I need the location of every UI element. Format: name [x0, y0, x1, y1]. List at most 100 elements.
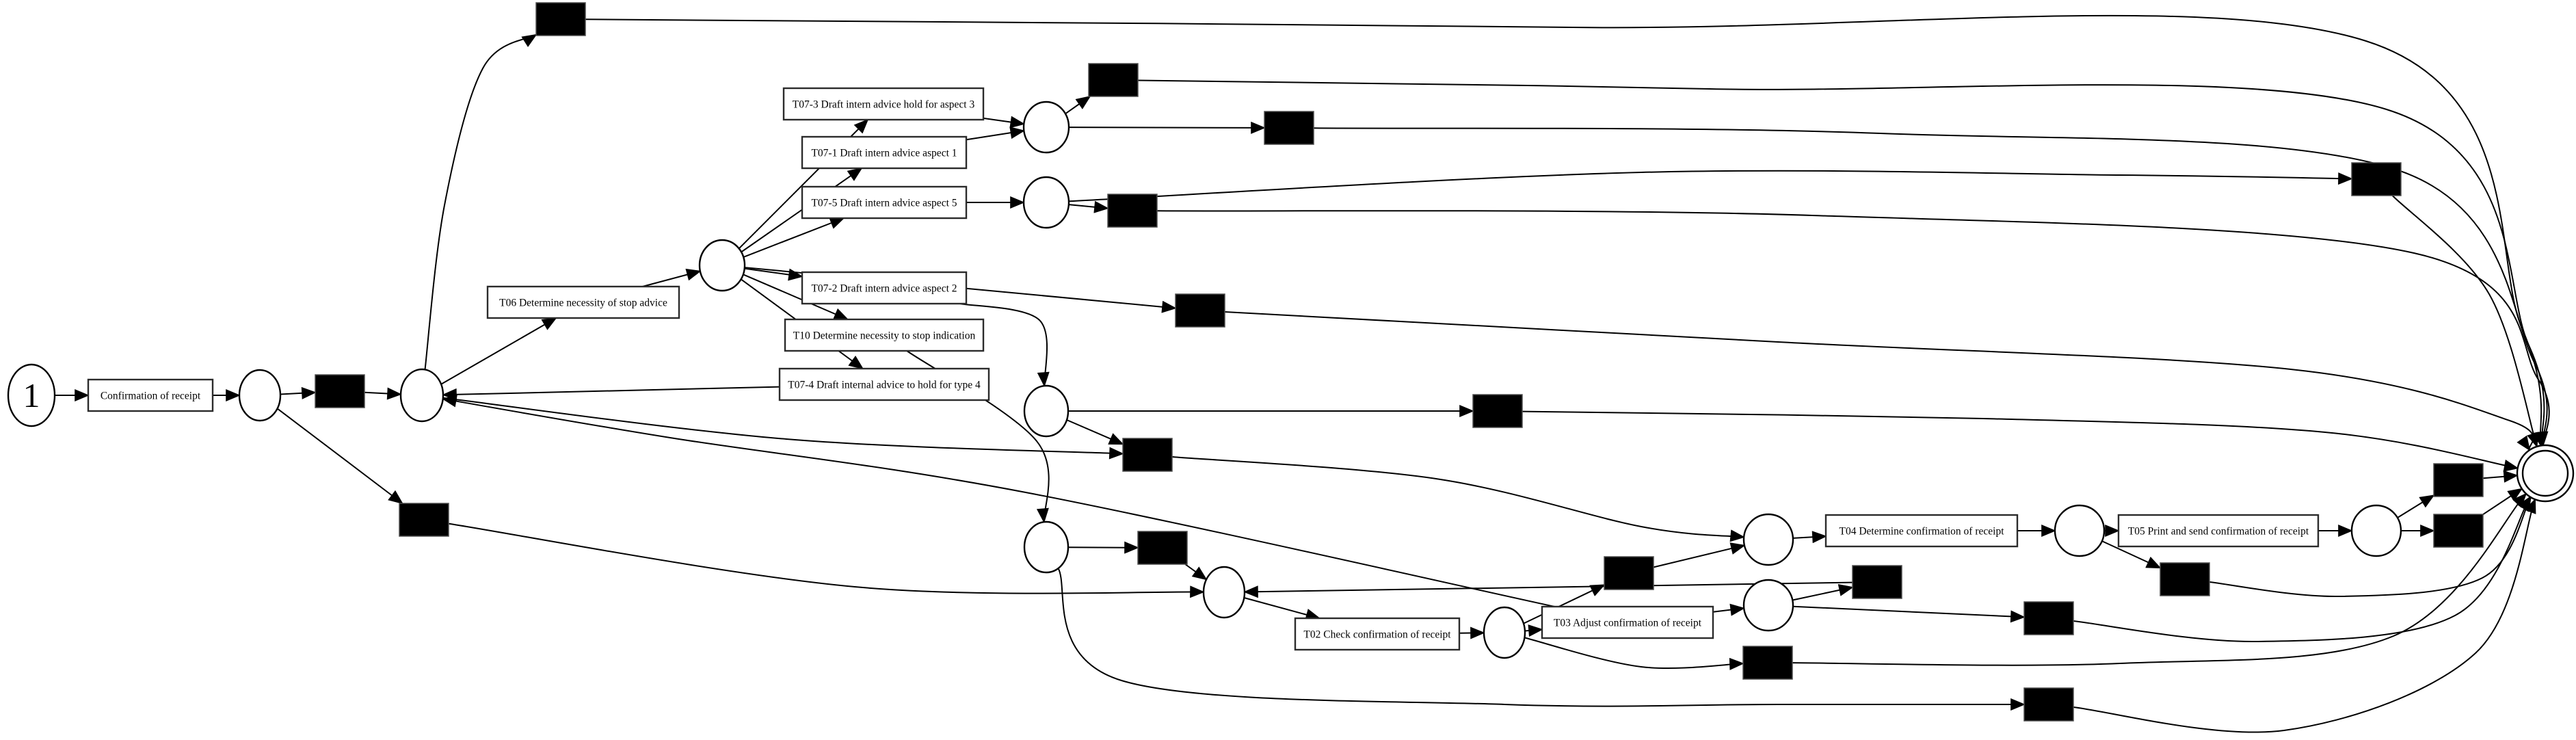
place-pJ-circle [1483, 606, 1526, 659]
transition-t05-box [2117, 514, 2320, 548]
place-pE-circle [1022, 101, 1070, 154]
silent-transition-b7-box [315, 374, 365, 408]
arc-pC-b9 [442, 397, 1124, 460]
place-pF [1022, 176, 1070, 229]
arc-t07_1-pE [966, 127, 1026, 141]
silent-transition-b8-box [1472, 394, 1523, 428]
transition-t03: T03 Adjust confirmation of receipt [1541, 605, 1714, 639]
silent-transition-b18-box [2023, 687, 2074, 722]
arc-pN-b12a [2397, 494, 2435, 518]
arc-b5-pEnd [2391, 195, 2539, 448]
transition-t10-label: T10 Determine necessity to stop indicati… [793, 330, 976, 342]
silent-transition-b16 [2023, 601, 2074, 635]
silent-transition-b14 [1852, 565, 1902, 599]
silent-transition-b18 [2023, 687, 2074, 722]
place-pI-circle [1202, 566, 1246, 619]
place-pI [1202, 566, 1246, 619]
arc-b12a-pEnd [2482, 470, 2519, 483]
place-pM [2054, 504, 2106, 557]
arc-pL-b16 [1792, 605, 2026, 623]
transition-t07-3: T07-3 Draft intern advice hold for aspec… [782, 87, 985, 121]
place-pN [2350, 504, 2402, 557]
arc-pD-t10 [743, 274, 849, 320]
transition-t06: T06 Determine necessity of stop advice [486, 285, 680, 319]
silent-transition-b13-box [1604, 556, 1654, 590]
silent-transition-b10-box [399, 503, 449, 537]
start-place-token-count: 1 [23, 376, 40, 414]
arc-pH-b18 [1057, 568, 2026, 711]
silent-transition-b6 [1175, 293, 1225, 328]
transition-t03-label: T03 Adjust confirmation of receipt [1554, 618, 1702, 629]
place-pD-circle [698, 239, 746, 292]
place-pK-circle [1742, 513, 1794, 566]
arc-pJ-t03 [1524, 624, 1543, 637]
silent-transition-b2-box [1088, 63, 1139, 97]
place-pF-circle [1022, 176, 1070, 229]
silent-transition-b11-box [1137, 531, 1188, 565]
place-pL-circle [1742, 579, 1794, 632]
arc-pJ-b17 [1524, 637, 1744, 670]
place-pK [1742, 513, 1794, 566]
arc-pC-b1 [424, 34, 537, 370]
transition-t07-4-label: T07-4 Draft internal advice to hold for … [788, 380, 981, 391]
place-pC [399, 368, 444, 423]
arc-b4-pEnd [1156, 210, 2550, 447]
arc-t07_2-pG [959, 303, 1050, 387]
silent-transition-b17 [1742, 646, 1793, 680]
arc-pL-b14 [1792, 584, 1854, 601]
transition-t10-box [784, 318, 985, 352]
transition-t02-box [1294, 617, 1461, 651]
start-place: 1 [7, 363, 56, 427]
transition-t04-box [1824, 514, 2019, 548]
arc-t03-pL [1712, 603, 1745, 616]
silent-transition-b9-box [1122, 438, 1173, 472]
arc-t07_3-pE [983, 116, 1026, 129]
silent-transition-b11 [1137, 531, 1188, 565]
arc-pF-b5 [1068, 170, 2353, 202]
arc-pE-b3 [1068, 121, 1266, 134]
arc-pM-b15 [2101, 540, 2162, 569]
transition-t07-1-box [801, 135, 968, 170]
arc-b14-pI [1243, 581, 1853, 598]
transition-t07-2-label: T07-2 Draft intern advice aspect 2 [811, 283, 957, 295]
arc-pG-b9 [1066, 419, 1124, 445]
transition-t07-3-box [782, 87, 985, 121]
silent-transition-b12a [2433, 463, 2484, 497]
transition-t02-label: T02 Check confirmation of receipt [1303, 629, 1451, 641]
transition-t10: T10 Determine necessity to stop indicati… [784, 318, 985, 352]
transition-t07-1: T07-1 Draft intern advice aspect 1 [801, 135, 968, 170]
arc-b17-pEnd [1792, 492, 2527, 666]
arc-b10-pI [448, 523, 1205, 598]
arc-pD-t07_2 [744, 267, 804, 281]
silent-transition-b8 [1472, 394, 1523, 428]
transition-confirmation: Confirmation of receipt [87, 378, 214, 412]
silent-transition-b17-box [1742, 646, 1793, 680]
silent-transition-b3 [1264, 111, 1314, 145]
start-place-circle [7, 363, 56, 427]
nodes-layer: 1 Confirmation of receipt T06 Determine ne… [7, 2, 2575, 722]
arc-pE-b2 [1065, 95, 1091, 115]
silent-transition-b15 [2160, 562, 2210, 596]
place-pG-circle [1023, 384, 1070, 438]
arc-b6-pEnd [1224, 311, 2534, 451]
arc-pI-t02 [1244, 597, 1321, 621]
arc-pF-b4 [1068, 200, 1109, 213]
place-pB-circle [238, 369, 282, 422]
place-pE [1022, 101, 1070, 154]
place-pD [698, 239, 746, 292]
transition-t06-label: T06 Determine necessity of stop advice [499, 298, 667, 309]
place-pG [1023, 384, 1070, 438]
silent-transition-b13 [1604, 556, 1654, 590]
arc-b3-pEnd [1313, 127, 2548, 447]
place-pH [1023, 520, 1070, 574]
place-pB [238, 369, 282, 422]
transition-confirmation-label: Confirmation of receipt [101, 391, 201, 402]
arc-pB-b7 [280, 386, 317, 399]
silent-transition-b9 [1122, 438, 1173, 472]
transition-t05-label: T05 Print and send confirmation of recei… [2128, 526, 2309, 538]
transition-t07-5-box [801, 185, 968, 220]
arc-t07_4-pC [442, 386, 780, 401]
place-pH-circle [1023, 520, 1070, 574]
